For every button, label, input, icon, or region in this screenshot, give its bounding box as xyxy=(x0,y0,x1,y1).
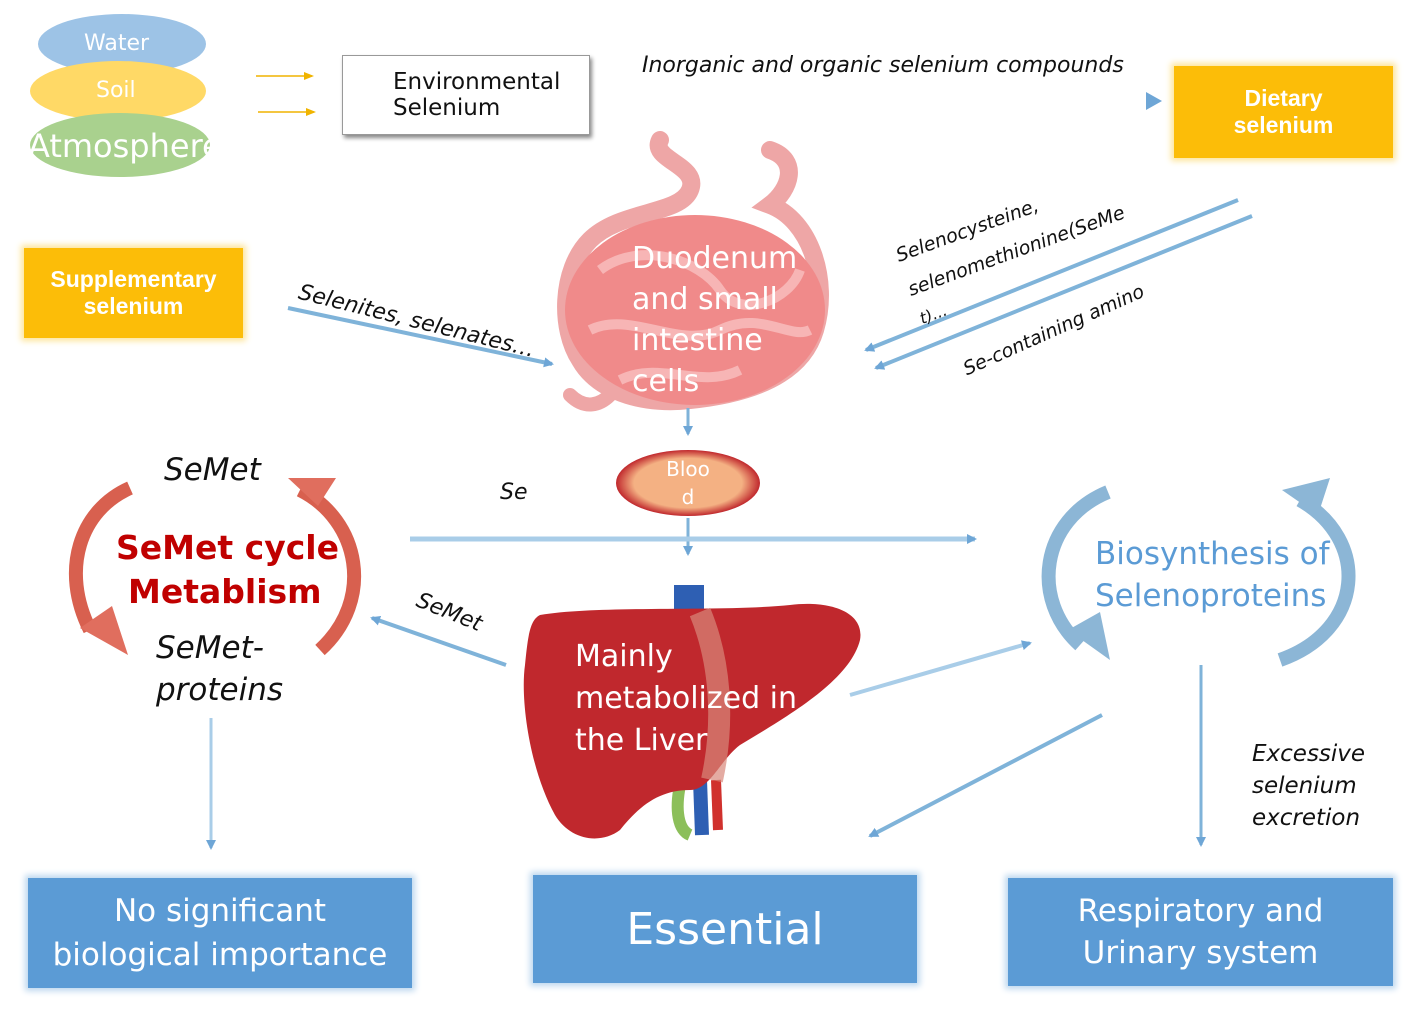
biosynthesis-essential-arrow xyxy=(868,713,1103,838)
respiratory-line2: Urinary system xyxy=(1082,935,1319,971)
excretion-line3: excretion xyxy=(1252,805,1361,831)
semet-cycle-title1: SeMet cycle xyxy=(116,528,339,567)
intestine-label: Duodenum and small intestine cells xyxy=(632,238,797,402)
semet-bottom-label2: proteins xyxy=(156,672,284,708)
semet-top-label: SeMet xyxy=(164,452,261,488)
liver-illustration xyxy=(523,585,861,841)
intestine-line2: and small xyxy=(632,282,778,317)
environmental-selenium-box: Environmental Selenium xyxy=(342,55,590,135)
no-significance-line1: No significant xyxy=(113,893,327,929)
excretion-line2: selenium xyxy=(1252,773,1357,799)
dietary-selenium-box: Dietary selenium xyxy=(1174,66,1393,158)
supplementary-line2: selenium xyxy=(83,293,184,319)
liver-line1: Mainly xyxy=(575,639,673,674)
essential-box: Essential xyxy=(533,875,917,983)
blood-line1: Bloo xyxy=(666,457,710,481)
environmental-line1: Environmental xyxy=(393,69,561,95)
biosynthesis-line1: Biosynthesis of xyxy=(1095,536,1330,572)
supplementary-line1: Supplementary xyxy=(50,266,217,292)
semet-cycle-arrows xyxy=(69,478,361,656)
liver-line3: the Liver xyxy=(575,723,708,758)
soil-label: Soil xyxy=(96,78,136,103)
intestine-line1: Duodenum xyxy=(632,241,798,276)
intestine-illustration xyxy=(557,131,829,412)
dietary-arrow-1 xyxy=(864,198,1239,352)
respiratory-urinary-box: Respiratory and Urinary system xyxy=(1008,878,1393,986)
dietary-arrow-2 xyxy=(874,214,1253,370)
no-significance-line2: biological importance xyxy=(52,937,388,973)
semet-bottom-label1: SeMet- xyxy=(156,630,264,666)
respiratory-line1: Respiratory and xyxy=(1077,893,1324,929)
soil-ellipse xyxy=(30,61,206,121)
water-ellipse xyxy=(38,14,206,74)
selenites-arrow xyxy=(287,306,554,368)
atmosphere-ellipse xyxy=(30,113,210,177)
biosynthesis-cycle-arrows xyxy=(1041,478,1356,667)
blood-line2: d xyxy=(681,485,695,509)
semet-cycle-title2: Metablism xyxy=(128,572,322,611)
liver-semet-arrow xyxy=(370,615,507,667)
biosynthesis-line2: Selenoproteins xyxy=(1095,578,1327,614)
dietary-line2: selenium xyxy=(1233,112,1334,138)
atmosphere-label: Atmosphere xyxy=(28,127,222,165)
blood-oval xyxy=(616,450,760,516)
excretion-label: Excessive selenium excretion xyxy=(1252,738,1365,834)
excretion-line1: Excessive xyxy=(1252,741,1366,767)
intestine-line3: intestine xyxy=(632,323,763,358)
supplementary-selenium-box: Supplementary selenium xyxy=(24,248,243,338)
water-label: Water xyxy=(84,31,150,56)
compounds-label: Inorganic and organic selenium compounds xyxy=(642,53,1124,78)
liver-label: Mainly metabolized in the Liver xyxy=(575,636,797,762)
no-significance-box: No significant biological importance xyxy=(28,878,412,988)
liver-line2: metabolized in xyxy=(575,681,798,716)
essential-label: Essential xyxy=(626,903,824,955)
se-label: Se xyxy=(500,480,528,505)
blood-label: Bloo d xyxy=(660,455,716,511)
environmental-line2: Selenium xyxy=(393,95,501,121)
dietary-line1: Dietary xyxy=(1244,85,1323,111)
liver-biosynthesis-arrow xyxy=(849,640,1032,697)
intestine-line4: cells xyxy=(632,364,700,399)
